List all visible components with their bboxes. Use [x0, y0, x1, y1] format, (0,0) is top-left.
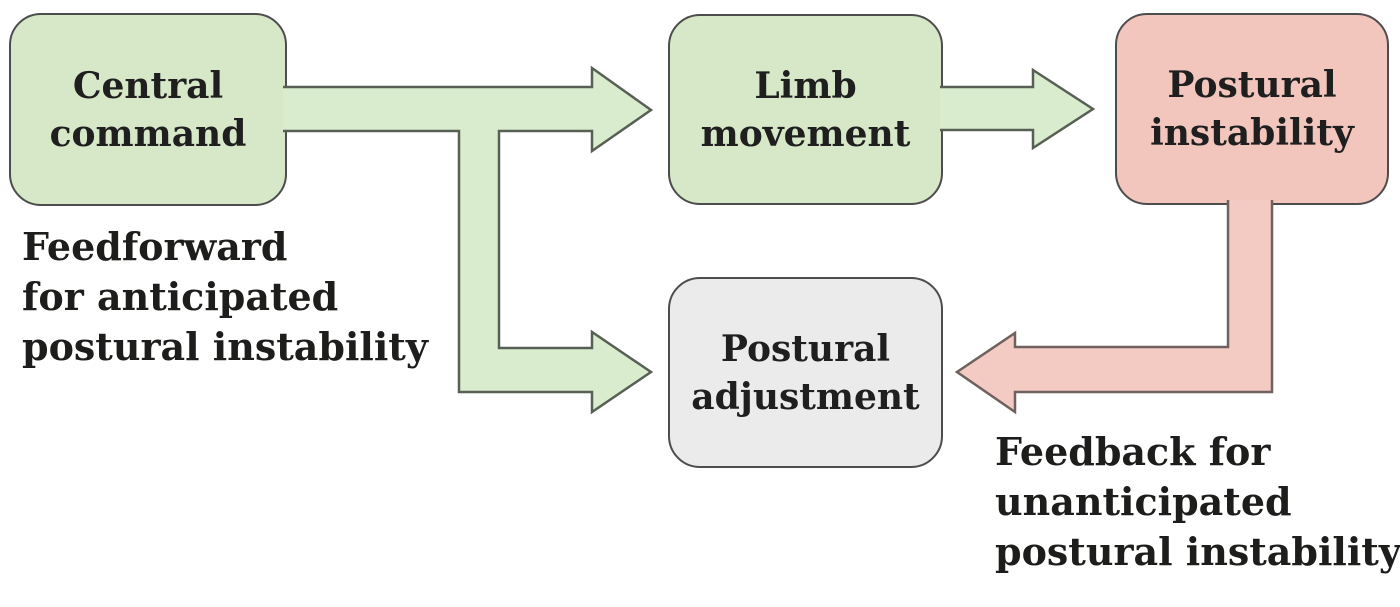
node-central-command: Central command: [9, 13, 287, 206]
node-limb-movement: Limb movement: [668, 14, 943, 205]
limb-to-instability-arrow: [940, 67, 1096, 151]
node-limb-movement-line1: Limb: [754, 64, 857, 107]
feedback-label-line3: postural instability: [995, 529, 1400, 574]
feedback-arrow: [954, 200, 1274, 415]
node-central-command-line2: command: [49, 112, 247, 155]
node-postural-instability-line2: instability: [1150, 112, 1354, 154]
node-central-command-line1: Central: [72, 64, 224, 107]
node-postural-adjustment-line2: adjustment: [691, 375, 920, 418]
node-postural-instability: Postural instability: [1115, 13, 1389, 205]
feedback-label-line1: Feedback for: [995, 429, 1271, 474]
feedforward-label-line2: for anticipated: [22, 274, 339, 319]
feedforward-label: Feedforward for anticipated postural ins…: [22, 222, 428, 372]
feedback-label-line2: unanticipated: [995, 479, 1292, 524]
feedforward-label-line1: Feedforward: [22, 224, 288, 269]
node-postural-instability-line1: Postural: [1167, 64, 1337, 106]
node-postural-adjustment-line1: Postural: [720, 327, 891, 370]
feedback-label: Feedback for unanticipated postural inst…: [995, 427, 1400, 577]
node-postural-adjustment: Postural adjustment: [668, 277, 943, 468]
feedforward-label-line3: postural instability: [22, 324, 428, 369]
node-limb-movement-line2: movement: [700, 112, 911, 155]
